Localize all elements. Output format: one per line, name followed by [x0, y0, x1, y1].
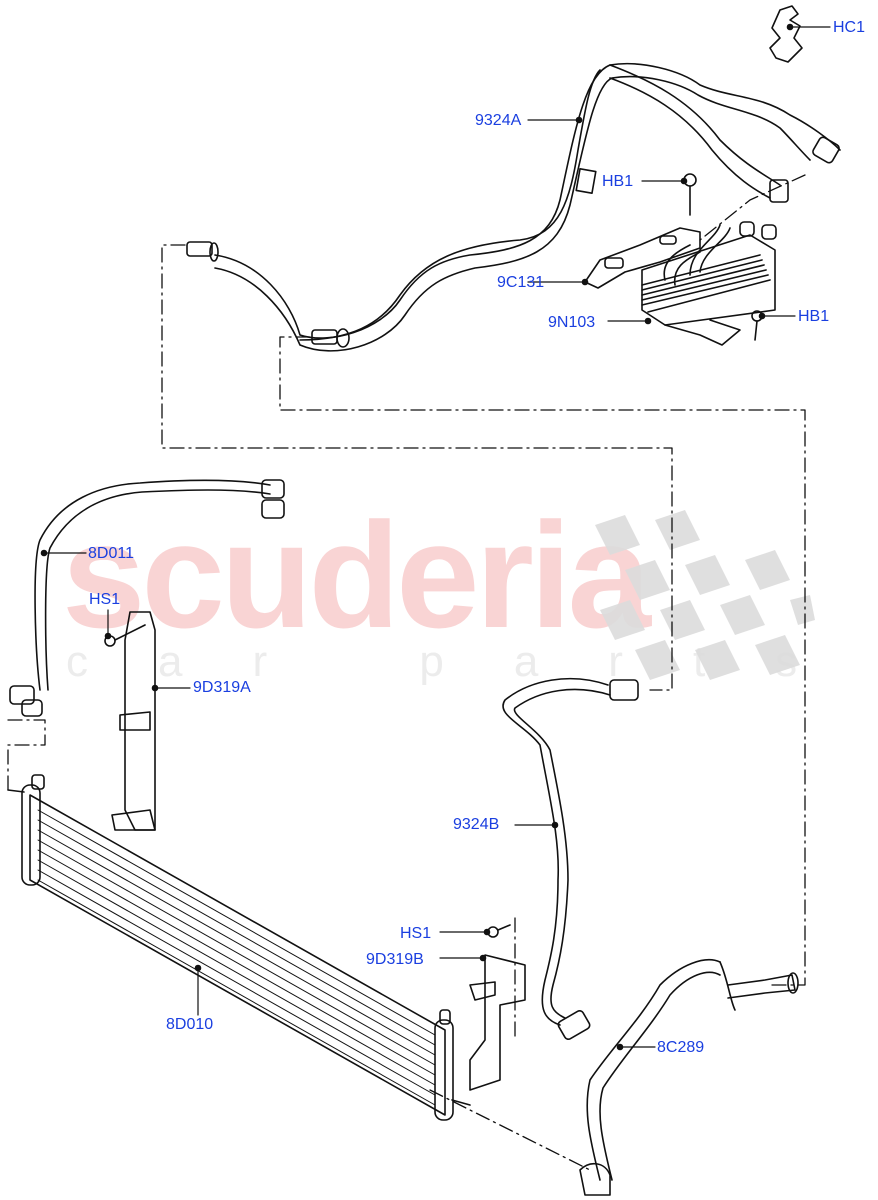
callout-9D319B: 9D319B	[366, 951, 424, 968]
callout-HB1-top: HB1	[602, 173, 634, 190]
watermark-brand: scuderia	[62, 491, 651, 659]
callout-9N103: 9N103	[548, 314, 596, 331]
callout-HS1-right: HS1	[400, 925, 432, 942]
callout-9D319A: 9D319A	[193, 679, 251, 696]
callout-8C289: 8C289	[657, 1039, 705, 1056]
callout-8D010: 8D010	[166, 1016, 214, 1033]
callout-HS1-left: HS1	[89, 591, 121, 608]
callout-HC1: HC1	[833, 19, 866, 36]
callout-9C131: 9C131	[497, 274, 545, 291]
checkered-flag-icon	[595, 510, 815, 680]
callout-9324B: 9324B	[453, 816, 500, 833]
guide-lines	[7, 174, 806, 1171]
callout-8D011: 8D011	[88, 545, 134, 562]
callout-HB1-right: HB1	[798, 308, 830, 325]
callout-9324A: 9324A	[475, 112, 522, 129]
